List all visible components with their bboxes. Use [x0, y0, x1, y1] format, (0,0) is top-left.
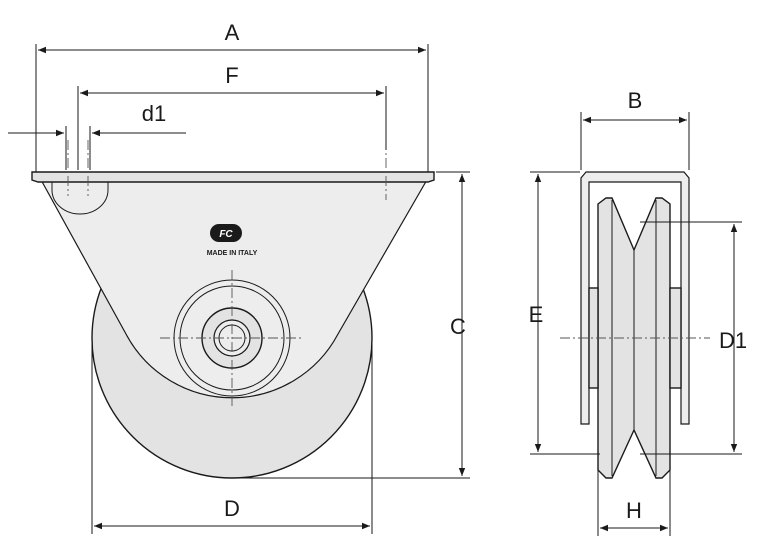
label-c: C [450, 314, 466, 339]
label-d1: d1 [142, 101, 166, 126]
brand-logo: FC MADE IN ITALY [207, 224, 258, 257]
dimension-d1: d1 [8, 101, 186, 170]
front-view: FC MADE IN ITALY A F d1 [8, 20, 470, 534]
dimension-e: E [529, 171, 600, 455]
dimension-d: D [91, 340, 373, 534]
side-view: B E D1 H [529, 88, 747, 536]
dimension-a: A [35, 20, 429, 172]
bracket [38, 177, 430, 399]
logo-badge-text: FC [219, 229, 233, 240]
dimension-d1-side: D1 [640, 221, 747, 455]
logo-caption: MADE IN ITALY [207, 250, 258, 257]
label-h: H [626, 498, 642, 523]
logo-badge [210, 224, 242, 242]
label-d: D [224, 496, 240, 521]
dimension-f: F [77, 63, 387, 170]
dimension-c: C [236, 171, 470, 479]
mounting-plate [31, 171, 435, 183]
side-bracket [580, 171, 690, 425]
label-e: E [529, 302, 544, 327]
dimension-b: B [580, 88, 690, 170]
label-f: F [225, 63, 238, 88]
mounting-hole [51, 182, 109, 215]
label-a: A [225, 20, 240, 45]
label-b: B [628, 88, 643, 113]
label-d1-side: D1 [719, 328, 747, 353]
dimension-h: H [597, 470, 671, 536]
